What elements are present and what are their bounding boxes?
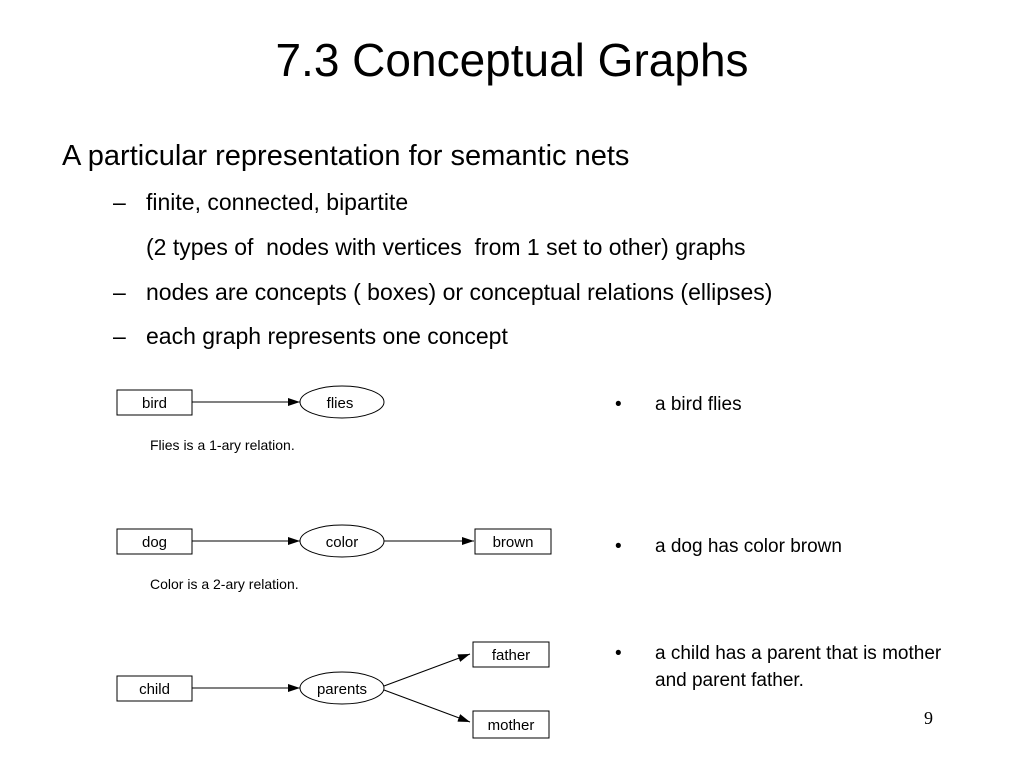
bullet-marker: • <box>615 643 622 664</box>
sub-point-1: finite, connected, bipartite <box>146 189 409 215</box>
sub-point-1-continued: (2 types of nodes with vertices from 1 s… <box>146 234 746 260</box>
sub-point-3: each graph represents one concept <box>146 323 508 349</box>
dash-marker: – <box>113 323 126 349</box>
relation-label-parents: parents <box>317 681 367 698</box>
arc-parents-to-mother <box>383 689 471 723</box>
bullet-text-child: a child has a parent that is mother and … <box>655 643 942 691</box>
main-point: A particular representation for semantic… <box>62 140 630 172</box>
concept-label-dog: dog <box>142 534 167 551</box>
relation-ellipse-parents <box>299 671 385 705</box>
concept-box-mother <box>472 710 550 739</box>
concept-box-brown <box>474 528 552 555</box>
bullet-text-dog: a dog has color brown <box>655 536 842 557</box>
concept-label-child: child <box>139 681 170 698</box>
bullet-text-bird: a bird flies <box>655 394 742 415</box>
sub-point-2: nodes are concepts ( boxes) or conceptua… <box>146 279 773 305</box>
bullet-marker: • <box>615 394 622 415</box>
caption-color: Color is a 2-ary relation. <box>150 576 299 592</box>
diagram-bird-flies: bird flies Flies is a 1-ary relation. <box>116 385 385 453</box>
relation-ellipse-flies <box>299 385 385 419</box>
concept-label-mother: mother <box>488 717 535 734</box>
diagram-child-parents: child parents father mother <box>116 641 550 739</box>
concept-box-father <box>472 641 550 668</box>
page-number: 9 <box>924 708 933 728</box>
relation-label-color: color <box>326 534 359 551</box>
concept-label-brown: brown <box>493 534 534 551</box>
bullet-marker: • <box>615 536 622 557</box>
dash-marker: – <box>113 189 126 215</box>
arc-parents-to-father <box>383 653 471 687</box>
slide-title: 7.3 Conceptual Graphs <box>275 34 749 86</box>
dash-marker: – <box>113 279 126 305</box>
concept-box-child <box>116 675 193 702</box>
relation-label-flies: flies <box>327 395 354 412</box>
concept-label-father: father <box>492 647 530 664</box>
caption-flies: Flies is a 1-ary relation. <box>150 437 295 453</box>
concept-label-bird: bird <box>142 395 167 412</box>
diagram-dog-color-brown: dog color brown Color is a 2-ary relatio… <box>116 524 552 592</box>
concept-box-bird <box>116 389 193 416</box>
concept-box-dog <box>116 528 193 555</box>
